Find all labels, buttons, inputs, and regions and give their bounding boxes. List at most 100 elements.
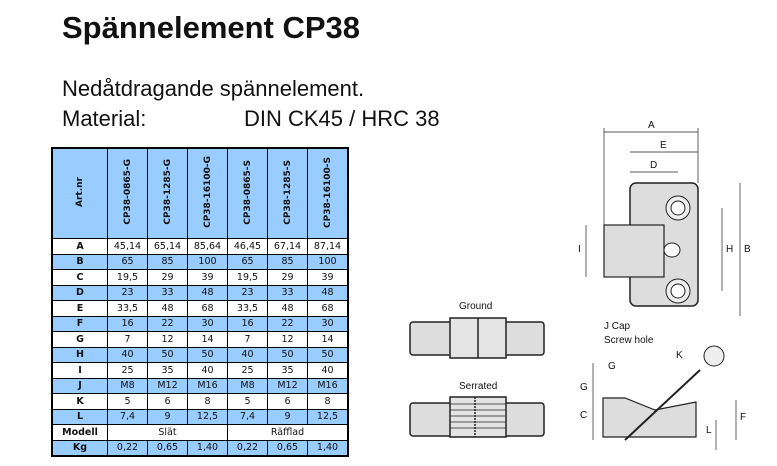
table-cell: 14 [187,331,228,348]
table-cell: 33,5 [107,300,148,317]
dim-B: B [744,244,751,255]
table-cell: Räfflad [227,424,349,441]
table-cell: 65 [107,253,148,270]
table-cell: 14 [307,331,349,348]
table-cell: 19,5 [107,269,148,286]
table-cell: 50 [147,346,188,363]
dimension-lines [585,128,741,450]
dim-E: E [660,140,667,151]
dim-F: F [740,412,747,423]
table-cell: 40 [187,362,228,379]
technical-drawings [409,128,741,450]
table-cell: 40 [307,362,349,379]
table-cell: 65 [227,253,268,270]
row-label: D [51,284,108,301]
dim-A: A [648,120,655,131]
row-label: H [51,346,108,363]
table-cell: 85 [267,253,308,270]
cap-label: J Cap [604,321,631,332]
row-label: E [51,300,108,317]
serrated-jaw-drawing [409,396,545,438]
dim-C: C [580,410,588,421]
ground-label: Ground [459,301,493,312]
table-cell: 65,14 [147,238,188,255]
table-cell: 6 [147,393,188,410]
spec-table: Art.nr CP38-0865-G CP38-1285-G CP38-1610… [51,147,349,457]
table-cell: 0,65 [147,439,188,457]
table-cell: 67,14 [267,238,308,255]
table-cell: 9 [147,408,188,425]
table-cell: 87,14 [307,238,349,255]
table-cell: 39 [187,269,228,286]
table-cell: 29 [147,269,188,286]
table-cell: 68 [307,300,349,317]
header-col: CP38-1285-S [267,147,308,239]
dim-G-side: G [580,382,588,393]
row-label: A [51,238,108,255]
row-label: G [51,331,108,348]
row-label: F [51,315,108,332]
row-label: L [51,408,108,425]
header-col: CP38-0865-G [107,147,148,239]
table-cell: 1,40 [307,439,349,457]
header-col: CP38-16100-G [187,147,228,239]
dim-L: L [706,425,712,436]
table-cell: 33 [267,284,308,301]
table-cell: 7,4 [107,408,148,425]
table-cell: 5 [107,393,148,410]
top-view-drawing [603,182,699,307]
table-cell: 1,40 [187,439,228,457]
table-cell: 12 [267,331,308,348]
header-col: CP38-1285-G [147,147,188,239]
ground-jaw-drawing [409,317,545,359]
diagrams: Ground Serrated J Cap Screw hole A E D B… [390,0,777,466]
table-cell: 85,64 [187,238,228,255]
table-cell: 0,22 [107,439,148,457]
table-cell: 23 [107,284,148,301]
row-label: Modell [51,424,108,441]
table-cell: 6 [267,393,308,410]
page-title: Spännelement CP38 [62,10,361,45]
table-cell: 7,4 [227,408,268,425]
row-label: B [51,253,108,270]
table-header: Art.nr CP38-0865-G CP38-1285-G CP38-1610… [51,147,349,239]
table-cell: 8 [187,393,228,410]
table-cell: 48 [307,284,349,301]
material-label: Material: [62,106,147,131]
row-label: K [51,393,108,410]
table-cell: 5 [227,393,268,410]
table-cell: 19,5 [227,269,268,286]
table-cell: 50 [187,346,228,363]
table-cell: 22 [147,315,188,332]
table-cell: 48 [187,284,228,301]
table-cell: 9 [267,408,308,425]
table-cell: M8 [107,377,148,394]
serrated-label: Serrated [459,381,498,392]
material-value: DIN CK45 / HRC 38 [244,106,440,131]
table-cell: M16 [187,377,228,394]
row-label: I [51,362,108,379]
table-cell: 12,5 [307,408,349,425]
table-cell: 8 [307,393,349,410]
material-line: Material: DIN CK45 / HRC 38 [62,106,440,132]
table-cell: M16 [307,377,349,394]
table-cell: 23 [227,284,268,301]
table-cell: 25 [107,362,148,379]
table-cell: 7 [227,331,268,348]
table-cell: 35 [147,362,188,379]
dim-K: K [676,350,683,361]
table-cell: 33 [147,284,188,301]
header-artnr: Art.nr [51,147,108,239]
